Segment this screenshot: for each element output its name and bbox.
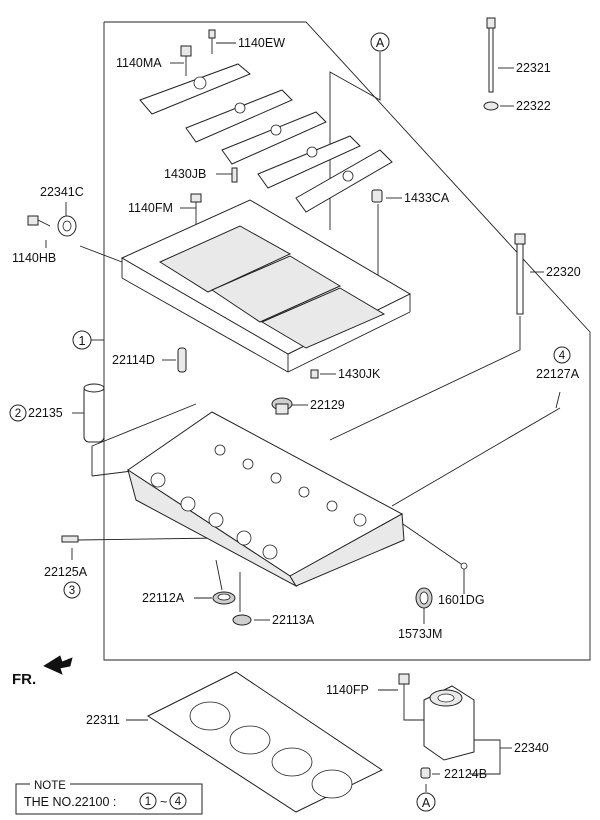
svg-text:4: 4: [175, 796, 182, 808]
svg-text:A: A: [376, 36, 385, 50]
callout-a-top: A: [370, 32, 390, 52]
svg-text:A: A: [422, 796, 431, 810]
head-bolt-22321: [483, 17, 499, 111]
sleeve-1433ca: [371, 189, 383, 203]
dowel-1430jb: [231, 167, 238, 183]
label-1573jm: 1573JM: [398, 627, 442, 641]
pin-1430jk: [310, 369, 319, 379]
plug-22129: [271, 397, 293, 415]
cylinder-head: [127, 411, 405, 588]
housing-22340: [423, 685, 475, 761]
seal-22112a: [212, 591, 236, 605]
dowel-22124b: [420, 767, 431, 779]
seal-22341c: [57, 215, 77, 237]
label-22129: 22129: [310, 398, 345, 412]
camshaft-carrier-ladder: [120, 199, 412, 373]
label-22124b: 22124B: [444, 767, 487, 781]
callout-2: 2: [9, 404, 27, 422]
bolt-1140fm: [190, 193, 202, 224]
callout-3: 3: [63, 581, 81, 599]
stud-22127a: [555, 391, 561, 409]
seal-22113a: [232, 614, 252, 626]
label-1140hb: 1140HB: [12, 251, 56, 265]
label-1430jb: 1430JB: [164, 167, 206, 181]
label-22114d: 22114D: [112, 353, 155, 367]
label-1433ca: 1433CA: [404, 191, 450, 205]
callout-4: 4: [553, 346, 571, 364]
label-1601dg: 1601DG: [438, 593, 485, 607]
label-1140ew: 1140EW: [238, 36, 285, 50]
head-gasket-22311: [146, 671, 383, 813]
note-title: NOTE: [34, 780, 66, 792]
label-22127a: 22127A: [536, 367, 580, 381]
label-1140fp: 1140FP: [326, 683, 369, 697]
pin-22114d: [177, 347, 187, 373]
camshaft-bearing-caps: [139, 63, 393, 213]
bolt-1140ew: [208, 29, 216, 54]
head-bolt-22320: [514, 233, 526, 315]
front-arrow-icon: [43, 655, 73, 675]
bolt-1140fp: [398, 673, 410, 702]
note-text: THE NO.22100 :: [24, 795, 116, 809]
callout-a-bottom: A: [416, 792, 436, 812]
label-1430jk: 1430JK: [338, 367, 381, 381]
svg-text:1: 1: [79, 334, 86, 348]
svg-text:~: ~: [160, 795, 167, 809]
label-22340: 22340: [514, 741, 549, 755]
label-1140fm: 1140FM: [128, 201, 173, 215]
note-box: NOTE THE NO.22100 : 1 ~ 4: [15, 778, 203, 815]
front-label: FR.: [12, 671, 36, 688]
label-22321: 22321: [516, 61, 551, 75]
front-direction-marker: FR.: [12, 655, 73, 688]
label-22125a: 22125A: [44, 565, 88, 579]
svg-text:2: 2: [15, 408, 21, 420]
label-1140ma: 1140MA: [116, 56, 162, 70]
svg-text:3: 3: [69, 585, 75, 597]
label-22135: 22135: [28, 406, 63, 420]
label-22320: 22320: [546, 265, 581, 279]
label-22322: 22322: [516, 99, 551, 113]
tube-22135: [83, 383, 105, 443]
bolt-1140ma: [180, 45, 192, 76]
label-22341c: 22341C: [40, 185, 84, 199]
ring-1601dg: [460, 562, 468, 570]
bolt-1140hb: [27, 215, 51, 227]
callout-1: 1: [72, 330, 92, 350]
label-22112a: 22112A: [142, 591, 185, 605]
pin-22125a: [61, 535, 79, 543]
label-22311: 22311: [86, 713, 120, 727]
seal-1573jm: [415, 587, 433, 609]
label-22113a: 22113A: [272, 613, 315, 627]
part-labels: 1140EW 1140MA 22321 22322 1430JB 22341C …: [12, 36, 581, 781]
svg-text:4: 4: [559, 350, 566, 362]
assembly-boundary: [103, 21, 591, 661]
svg-text:1: 1: [145, 796, 151, 808]
